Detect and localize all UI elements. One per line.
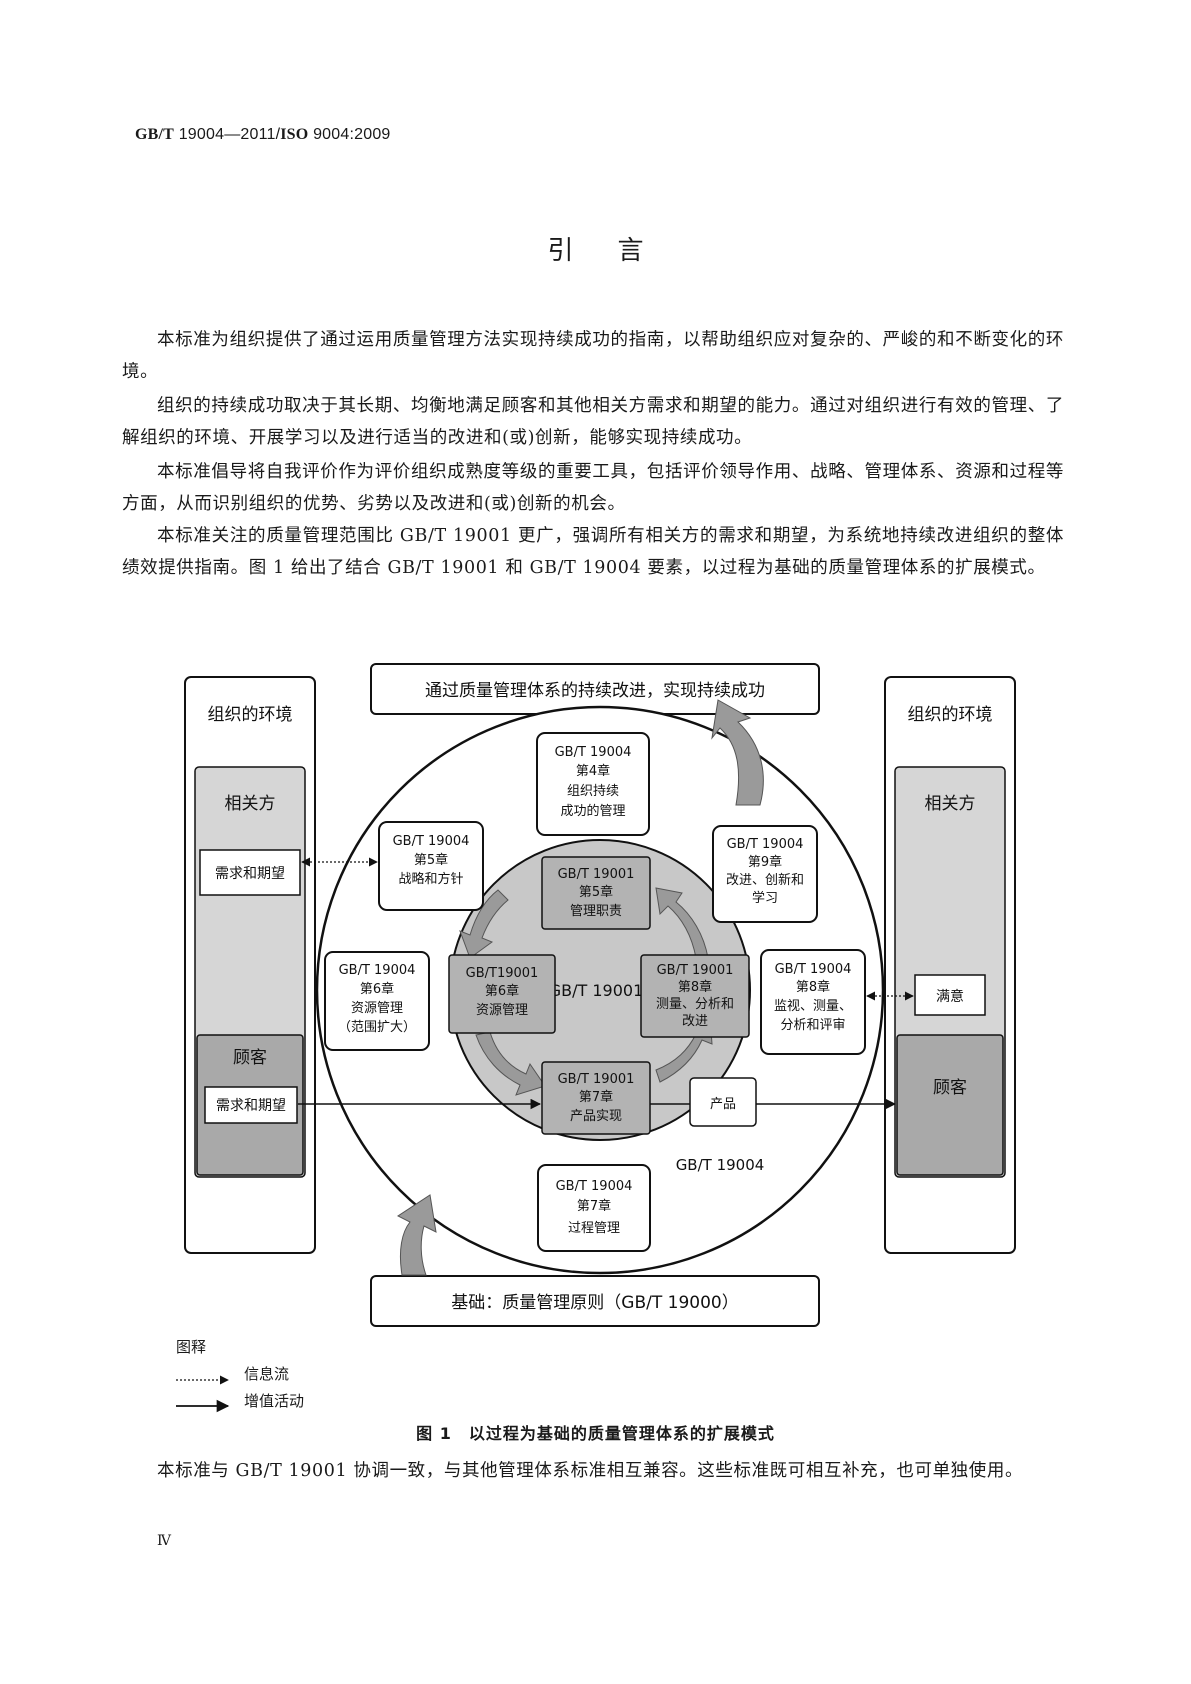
section-title: 引言: [547, 236, 688, 266]
paragraph-4: 本标准关注的质量管理范围比 GB/T 19001 更广，强调所有相关方的需求和期…: [122, 526, 1064, 578]
cycle-arrow-left-top: [459, 889, 509, 959]
svg-text:组织持续: 组织持续: [567, 784, 619, 799]
paragraph-2: 组织的持续成功取决于其长期、均衡地满足顾客和其他相关方需求和期望的能力。通过对组…: [122, 396, 1064, 448]
bottom-banner-box: [370, 1275, 820, 1327]
left-needs-label-2: 需求和期望: [216, 1098, 286, 1114]
svg-text:GB/T 19001: GB/T 19001: [657, 963, 734, 978]
svg-text:管理职责: 管理职责: [570, 904, 622, 919]
svg-text:GB/T 19001: GB/T 19001: [558, 867, 635, 882]
figure-caption: 图 1 以过程为基础的质量管理体系的扩展模式: [416, 1424, 775, 1443]
box-19004-ch7: GB/T 19004 第7章 过程管理: [537, 1164, 651, 1252]
box-19004-ch6: GB/T 19004 第6章 资源管理 （范围扩大）: [324, 951, 430, 1051]
svg-text:战略和方针: 战略和方针: [398, 871, 463, 887]
svg-text:改进、创新和: 改进、创新和: [726, 872, 804, 888]
product-box: [689, 1077, 757, 1127]
svg-text:产品实现: 产品实现: [570, 1109, 622, 1124]
svg-text:过程管理: 过程管理: [568, 1221, 620, 1236]
svg-text:成功的管理: 成功的管理: [560, 803, 625, 819]
cycle-arrow-right-top: [655, 887, 709, 959]
svg-text:第8章: 第8章: [796, 979, 830, 995]
svg-text:第6章: 第6章: [485, 983, 519, 999]
svg-text:GB/T 19004: GB/T 19004: [555, 745, 632, 760]
box-19004-ch9: GB/T 19004 第9章 改进、创新和 学习: [712, 825, 818, 923]
svg-text:GB/T 19004: GB/T 19004: [775, 962, 852, 977]
right-stakeholders-label: 相关方: [925, 794, 976, 814]
svg-text:第5章: 第5章: [414, 852, 448, 868]
svg-text:学习: 学习: [752, 890, 778, 906]
svg-text:GB/T 19004: GB/T 19004: [556, 1179, 633, 1194]
center-label: GB/T 19001: [549, 981, 644, 1000]
svg-text:第7章: 第7章: [579, 1089, 613, 1105]
box-19001-ch8: GB/T 19001 第8章 测量、分析和 改进: [640, 954, 750, 1038]
right-customer-box: [896, 1034, 1004, 1176]
box-19001-ch5: GB/T 19001 第5章 管理职责: [541, 856, 651, 930]
svg-text:测量、分析和: 测量、分析和: [656, 997, 734, 1012]
svg-text:监视、测量、: 监视、测量、: [774, 999, 852, 1014]
outer-circle-label: GB/T 19004: [676, 1156, 765, 1174]
right-satisfaction-label: 满意: [936, 988, 964, 1005]
svg-text:改进: 改进: [682, 1014, 708, 1029]
svg-text:第4章: 第4章: [576, 763, 610, 779]
left-needs-box-1: [199, 849, 301, 896]
growth-arrow-bottom: [396, 1194, 437, 1276]
svg-text:资源管理: 资源管理: [351, 1001, 403, 1016]
figure-legend: 图释 信息流 增值活动: [176, 1334, 304, 1415]
paragraph-3: 本标准倡导将自我评价作为评价组织成熟度等级的重要工具，包括评价领导作用、战略、管…: [122, 462, 1064, 514]
legend-value-added: 增值活动: [244, 1392, 305, 1410]
closing-paragraph: 本标准与 GB/T 19001 协调一致，与其他管理体系标准相互兼容。这些标准既…: [157, 1461, 1024, 1481]
growth-arrow-top: [711, 699, 764, 806]
svg-text:GB/T 19004: GB/T 19004: [393, 834, 470, 849]
bottom-banner-text: 基础：质量管理原则（GB/T 19000）: [451, 1293, 738, 1313]
box-19004-ch4: GB/T 19004 第4章 组织持续 成功的管理: [536, 732, 650, 836]
box-19004-ch8: GB/T 19004 第8章 监视、测量、 分析和评审: [760, 949, 866, 1055]
left-stakeholders-label: 相关方: [225, 794, 276, 814]
svg-text:（范围扩大）: （范围扩大）: [338, 1020, 416, 1035]
left-needs-box-2: [204, 1086, 298, 1124]
svg-text:GB/T19001: GB/T19001: [466, 966, 539, 981]
svg-text:GB/T 19004: GB/T 19004: [339, 963, 416, 978]
product-label: 产品: [710, 1097, 736, 1112]
page-number: Ⅳ: [157, 1533, 171, 1549]
left-needs-label-1: 需求和期望: [215, 866, 285, 882]
paragraph-1: 本标准为组织提供了通过运用质量管理方法实现持续成功的指南，以帮助组织应对复杂的、…: [122, 330, 1064, 382]
box-19001-ch6: GB/T19001 第6章 资源管理: [448, 954, 556, 1034]
legend-info-flow: 信息流: [244, 1365, 290, 1383]
legend-title: 图释: [176, 1338, 207, 1356]
right-environment-title: 组织的环境: [908, 705, 993, 725]
left-environment-title: 组织的环境: [208, 705, 293, 725]
right-customer-label: 顾客: [933, 1078, 967, 1098]
svg-text:分析和评审: 分析和评审: [780, 1018, 845, 1033]
document-header: GB/T 19004—2011/ISO 9004:2009: [135, 126, 391, 143]
top-banner-text: 通过质量管理体系的持续改进，实现持续成功: [425, 681, 765, 701]
svg-text:第6章: 第6章: [360, 981, 394, 997]
svg-text:第9章: 第9章: [748, 854, 782, 870]
left-customer-label: 顾客: [233, 1048, 267, 1068]
svg-text:资源管理: 资源管理: [476, 1003, 528, 1018]
svg-text:GB/T 19004: GB/T 19004: [727, 837, 804, 852]
box-19001-ch7: GB/T 19001 第7章 产品实现: [541, 1061, 651, 1135]
right-satisfaction-box: [914, 974, 986, 1016]
box-19004-ch5: GB/T 19004 第5章 战略和方针: [378, 821, 484, 911]
svg-text:GB/T 19001: GB/T 19001: [558, 1072, 635, 1087]
svg-text:第5章: 第5章: [579, 884, 613, 900]
svg-text:第8章: 第8章: [678, 979, 712, 995]
svg-text:第7章: 第7章: [577, 1198, 611, 1214]
